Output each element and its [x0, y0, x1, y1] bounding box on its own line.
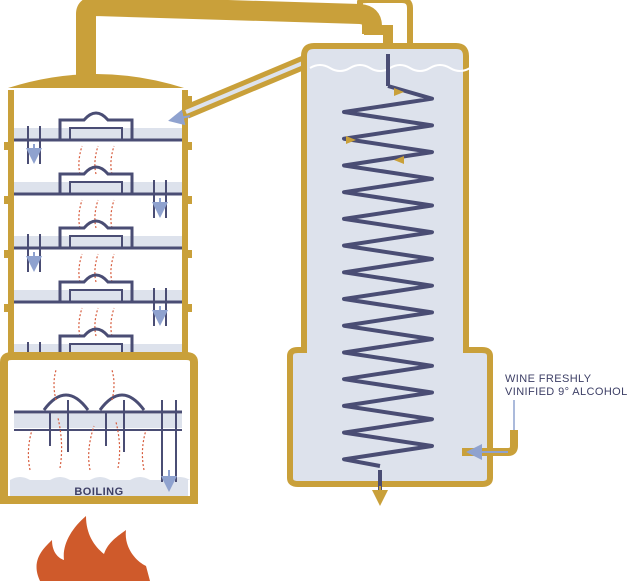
flame-icon	[36, 516, 150, 581]
vapor-pipe	[168, 53, 313, 126]
boiler: BOILING	[0, 352, 198, 504]
condenser-coil	[342, 84, 434, 468]
bubble-cap	[58, 273, 134, 302]
column-dome	[8, 74, 184, 88]
column-plate	[14, 111, 182, 175]
column-plate	[14, 165, 182, 229]
boiling-label: BOILING	[74, 486, 123, 498]
distillation-column	[4, 74, 192, 391]
bubble-cap	[58, 327, 134, 356]
bubble-cap	[58, 111, 134, 140]
wine-label-line2: VINIFIED 9° ALCOHOL	[505, 386, 628, 398]
boiler-liquid	[10, 480, 188, 496]
column-plate	[14, 219, 182, 283]
wine-label-line1: WINE FRESHLY	[505, 373, 592, 385]
condenser-tank	[287, 43, 518, 506]
bubble-cap	[58, 165, 134, 194]
bubble-cap	[58, 219, 134, 248]
column-plate	[14, 273, 182, 337]
